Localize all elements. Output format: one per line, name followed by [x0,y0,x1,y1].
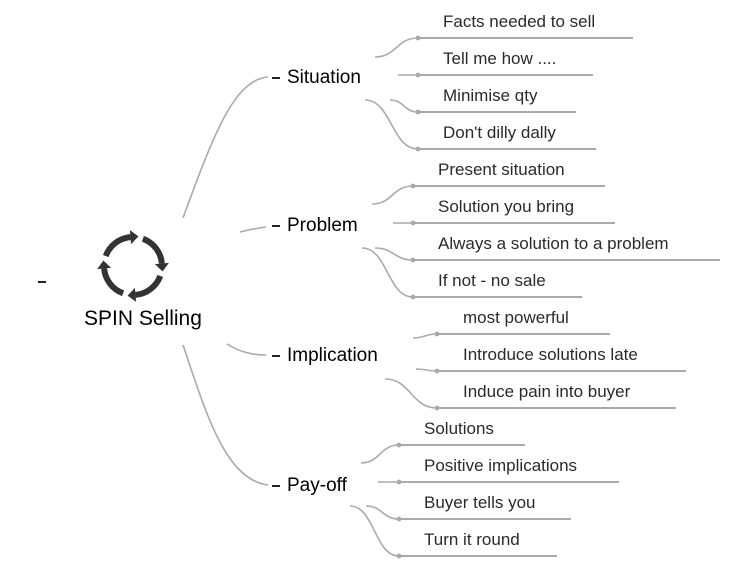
main-connector-3 [182,344,269,486]
branch-topic[interactable]: Pay-off [287,475,347,496]
cycle-arc [141,235,165,264]
branch-collapse-toggle[interactable] [272,225,280,227]
subtopic[interactable]: Solutions [424,419,494,438]
subtopic[interactable]: Introduce solutions late [463,345,638,364]
connector-dot [434,331,440,337]
cycle-arrowhead [127,287,137,302]
connector-dot [415,109,421,115]
leaf-connector [415,368,438,372]
subtopic[interactable]: Minimise qty [443,86,538,105]
branch-collapse-toggle[interactable] [272,485,280,487]
subtopic[interactable]: Solution you bring [438,197,575,216]
connector-dot [415,146,421,152]
leaf-connector [365,505,400,520]
leaf-connector [374,37,419,58]
subtopic[interactable]: Turn it round [424,530,520,549]
branch-topic[interactable]: Implication [287,345,378,366]
connector-dot [396,479,402,485]
subtopic[interactable]: If not - no sale [438,271,546,290]
connector-dot [410,183,416,189]
branch-collapse-toggle[interactable] [272,77,280,79]
connector-lines [182,35,720,559]
root-collapse-toggle[interactable] [38,281,46,283]
connector-dot [396,442,402,448]
connector-dot [396,553,402,559]
subtopic[interactable]: Don't dilly dally [443,123,556,142]
leaf-connector [389,99,419,113]
subtopic[interactable]: Always a solution to a problem [438,234,669,253]
leaf-connector [384,378,438,409]
leaf-connector [371,185,414,205]
subtopic[interactable]: Facts needed to sell [443,12,596,31]
branch-topic[interactable]: Problem [287,215,358,236]
subtopic[interactable]: most powerful [463,308,569,327]
connector-dot [410,294,416,300]
leaf-connector [412,333,438,339]
branch-collapse-toggle[interactable] [272,355,280,357]
subtopic[interactable]: Present situation [438,160,565,179]
root-topic[interactable]: SPIN Selling [84,307,202,330]
connector-dot [434,405,440,411]
connector-dot [410,257,416,263]
main-connector-2 [226,343,267,356]
connector-dot [396,516,402,522]
branch-topic[interactable]: Situation [287,67,361,88]
connector-dot [410,220,416,226]
connector-dot [434,368,440,374]
leaf-connector [360,444,400,464]
main-connector-1 [239,226,267,233]
cycle-arc [135,274,164,298]
leaf-connector [361,247,414,298]
subtopic[interactable]: Buyer tells you [424,493,536,512]
leaf-connector [364,99,419,150]
leaf-connector [349,505,400,557]
cycle-arrowhead [97,260,112,270]
cycle-arc [101,268,125,297]
main-connector-0 [182,76,269,219]
subtopic[interactable]: Positive implications [424,456,578,475]
subtopic[interactable]: Induce pain into buyer [463,382,631,401]
cycle-arc [102,234,131,258]
cycle-arrowhead [129,230,139,245]
subtopic[interactable]: Tell me how .... [443,49,557,68]
leaf-connector [374,247,414,261]
cycle-arrowhead [154,262,169,272]
cycle-arrows-icon[interactable] [97,230,169,302]
connector-dot [415,35,421,41]
connector-dot [415,72,421,78]
